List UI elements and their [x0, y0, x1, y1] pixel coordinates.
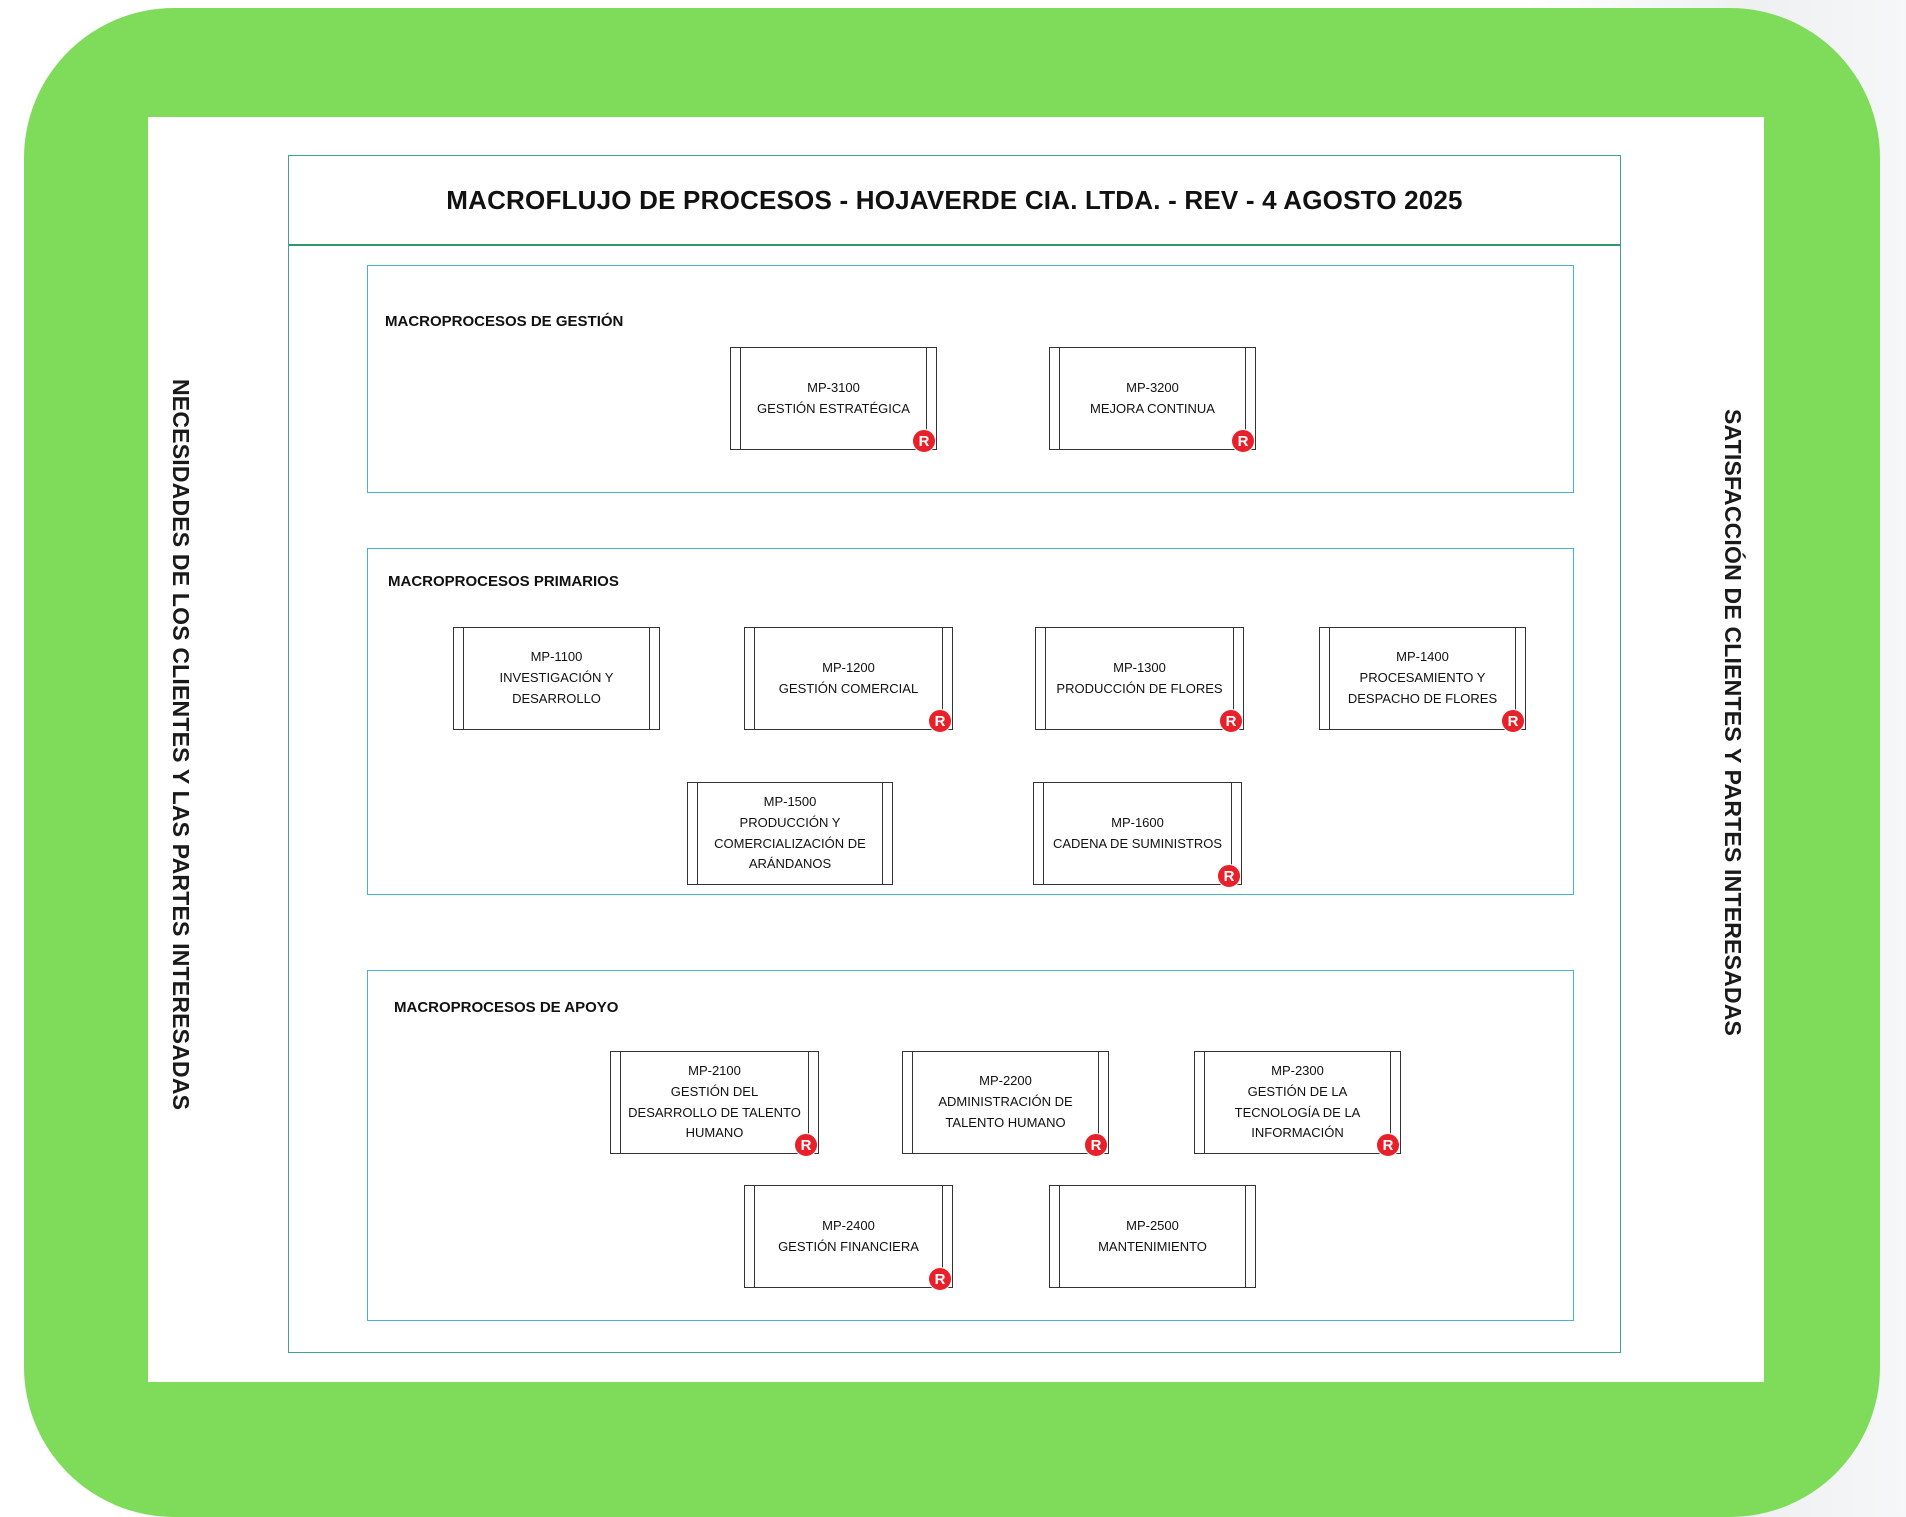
process-box[interactable]: MP-2200 ADMINISTRACIÓN DE TALENTO HUMANO…	[902, 1051, 1109, 1157]
process-name: GESTIÓN DE LA TECNOLOGÍA DE LA INFORMACI…	[1234, 1083, 1361, 1141]
r-badge-icon: R	[928, 709, 952, 733]
process-box[interactable]: MP-2300 GESTIÓN DE LA TECNOLOGÍA DE LA I…	[1194, 1051, 1401, 1157]
process-code: MP-2100	[688, 1062, 741, 1078]
process-name: GESTIÓN COMERCIAL	[778, 680, 919, 696]
r-badge-icon: R	[912, 429, 936, 453]
diagram-title: MACROFLUJO DE PROCESOS - HOJAVERDE CIA. …	[446, 184, 1463, 215]
process-code: MP-3200	[1126, 379, 1179, 395]
process-name: PROCESAMIENTO Y DESPACHO DE FLORES	[1347, 670, 1498, 706]
r-badge-icon: R	[1217, 864, 1241, 888]
process-code: MP-2300	[1271, 1062, 1324, 1078]
process-code: MP-1300	[1113, 659, 1166, 675]
process-name: ADMINISTRACIÓN DE TALENTO HUMANO	[938, 1094, 1073, 1130]
process-name: GESTIÓN ESTRATÉGICA	[757, 400, 910, 416]
process-box[interactable]: MP-3200 MEJORA CONTINUA R	[1049, 347, 1256, 453]
process-box[interactable]: MP-1400 PROCESAMIENTO Y DESPACHO DE FLOR…	[1319, 627, 1526, 733]
r-badge-icon: R	[1376, 1133, 1400, 1157]
r-badge-icon: R	[794, 1133, 818, 1157]
process-code: MP-3100	[807, 379, 860, 395]
section-apoyo-label: MACROPROCESOS DE APOYO	[394, 999, 619, 1016]
process-box[interactable]: MP-1200 GESTIÓN COMERCIAL R	[744, 627, 953, 733]
main-frame: MACROFLUJO DE PROCESOS - HOJAVERDE CIA. …	[288, 155, 1621, 1353]
process-name: PRODUCCIÓN DE FLORES	[1056, 680, 1223, 696]
process-name: MANTENIMIENTO	[1098, 1238, 1207, 1254]
process-box[interactable]: MP-3100 GESTIÓN ESTRATÉGICA R	[730, 347, 937, 453]
process-name: MEJORA CONTINUA	[1090, 400, 1215, 416]
process-name: INVESTIGACIÓN Y DESARROLLO	[499, 670, 614, 706]
process-box[interactable]: MP-1500 PRODUCCIÓN Y COMERCIALIZACIÓN DE…	[687, 782, 893, 885]
process-box[interactable]: MP-2500 MANTENIMIENTO	[1049, 1185, 1256, 1288]
process-box[interactable]: MP-2100 GESTIÓN DEL DESARROLLO DE TALENT…	[610, 1051, 819, 1157]
section-gestion	[367, 265, 1574, 493]
section-gestion-label: MACROPROCESOS DE GESTIÓN	[385, 313, 624, 330]
section-primarios	[367, 548, 1574, 895]
process-box[interactable]: MP-1300 PRODUCCIÓN DE FLORES R	[1035, 627, 1244, 733]
r-badge-icon: R	[1231, 429, 1255, 453]
process-name: CADENA DE SUMINISTROS	[1052, 835, 1223, 851]
process-code: MP-1200	[822, 659, 875, 675]
process-code: MP-1500	[763, 793, 817, 809]
process-box[interactable]: MP-1600 CADENA DE SUMINISTROS R	[1033, 782, 1242, 888]
section-apoyo	[367, 970, 1574, 1321]
r-badge-icon: R	[1219, 709, 1243, 733]
left-side-label: NECESIDADES DE LOS CLIENTES Y LAS PARTES…	[168, 379, 194, 1111]
r-badge-icon: R	[1084, 1133, 1108, 1157]
process-code: MP-1600	[1111, 814, 1164, 830]
process-name: GESTIÓN DEL DESARROLLO DE TALENTO HUMANO	[628, 1083, 801, 1141]
process-code: MP-2500	[1126, 1217, 1179, 1233]
process-name: PRODUCCIÓN Y COMERCIALIZACIÓN DE ARÁNDAN…	[714, 814, 866, 872]
process-box[interactable]: MP-2400 GESTIÓN FINANCIERA R	[744, 1185, 953, 1291]
process-name: GESTIÓN FINANCIERA	[778, 1238, 919, 1254]
process-code: MP-2400	[822, 1217, 875, 1233]
section-primarios-label: MACROPROCESOS PRIMARIOS	[388, 573, 619, 590]
diagram-paper	[148, 117, 1764, 1382]
title-bar: MACROFLUJO DE PROCESOS - HOJAVERDE CIA. …	[289, 156, 1620, 246]
process-code: MP-1100	[530, 649, 583, 665]
r-badge-icon: R	[928, 1267, 952, 1291]
process-box[interactable]: MP-1100 INVESTIGACIÓN Y DESARROLLO	[453, 627, 660, 730]
right-side-label: SATISFACCIÓN DE CLIENTES Y PARTES INTERE…	[1720, 408, 1746, 1037]
process-code: MP-2200	[979, 1073, 1032, 1089]
r-badge-icon: R	[1501, 709, 1525, 733]
process-code: MP-1400	[1396, 649, 1449, 665]
